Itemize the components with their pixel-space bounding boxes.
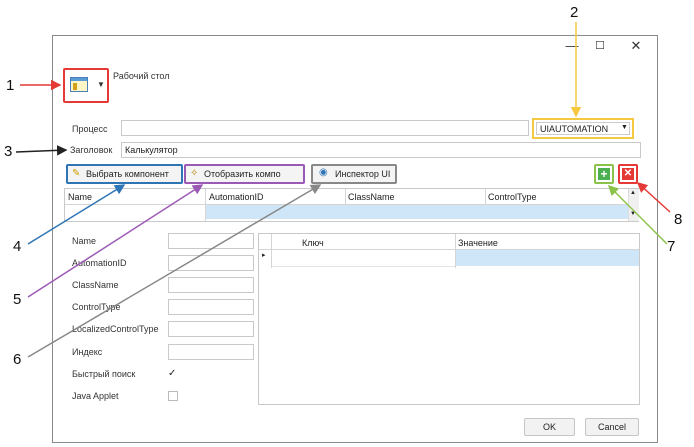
close-x-icon: ✕ <box>622 168 634 180</box>
window-icon <box>70 77 88 92</box>
prop-label-java-applet: Java Applet <box>72 391 119 401</box>
index-input[interactable] <box>168 344 254 360</box>
callout-number-1: 1 <box>6 77 15 94</box>
prop-label-index: Индекс <box>72 347 103 357</box>
prop-label-localizedcontroltype: LocalizedControlType <box>72 324 159 334</box>
callout-number-2: 2 <box>570 4 579 21</box>
column-header-key[interactable]: Ключ <box>302 238 324 248</box>
prop-label-automationid: AutomationID <box>72 258 127 268</box>
title-label: Заголовок <box>70 145 113 155</box>
java-applet-checkbox[interactable] <box>168 391 178 401</box>
title-input[interactable]: Калькулятор <box>121 142 641 158</box>
callout-arrow-8 <box>636 181 671 213</box>
row-indicator-icon: ▸ <box>262 252 266 259</box>
callout-number-4: 4 <box>13 238 22 255</box>
automationid-input[interactable] <box>168 255 254 271</box>
close-button[interactable]: ✕ <box>630 38 642 53</box>
callout-arrow-3 <box>15 145 68 156</box>
cancel-button[interactable]: Cancel <box>585 418 639 436</box>
prop-label-classname: ClassName <box>72 280 119 290</box>
kv-value-cell[interactable] <box>456 250 639 266</box>
column-header-name[interactable]: Name <box>68 192 93 202</box>
classname-input[interactable] <box>168 277 254 293</box>
desktop-selector-button[interactable]: ▼ <box>63 68 109 103</box>
prop-label-quick-search: Быстрый поиск <box>72 369 136 379</box>
chevron-down-icon: ▼ <box>97 80 105 89</box>
key-value-grid[interactable]: Ключ Значение ▸ <box>258 233 640 405</box>
maximize-button[interactable]: ☐ <box>595 40 605 52</box>
quick-search-checkbox[interactable]: ✓ <box>168 368 177 379</box>
highlight-icon: ✧ <box>190 168 199 179</box>
wand-icon: ✎ <box>72 168 81 179</box>
callout-arrow-5 <box>27 184 204 298</box>
process-label: Процесс <box>72 124 108 134</box>
callout-number-7: 7 <box>667 238 676 255</box>
localizedcontroltype-input[interactable] <box>168 321 254 337</box>
show-component-label: Отобразить компо <box>204 169 281 179</box>
column-header-automationid[interactable]: AutomationID <box>209 192 264 202</box>
prop-label-controltype: ControlType <box>72 302 121 312</box>
callout-number-3: 3 <box>4 143 13 160</box>
controltype-input[interactable] <box>168 299 254 315</box>
callout-arrow-4 <box>27 184 126 245</box>
inspector-button[interactable]: ◉ Инспектор UI <box>311 164 397 184</box>
callout-number-5: 5 <box>13 291 22 308</box>
column-header-value[interactable]: Значение <box>458 238 498 248</box>
column-header-classname[interactable]: ClassName <box>348 192 395 202</box>
desktop-label: Рабочий стол <box>113 71 170 81</box>
kv-grid-header <box>259 234 639 250</box>
plus-icon: + <box>598 168 610 180</box>
show-component-button[interactable]: ✧ Отобразить компо <box>184 164 305 184</box>
select-component-button[interactable]: ✎ Выбрать компонент <box>66 164 183 184</box>
components-grid[interactable]: Name AutomationID ClassName ControlType … <box>64 188 639 222</box>
callout-arrow-6 <box>27 184 322 358</box>
inspector-icon: ◉ <box>319 167 328 178</box>
inspector-label: Инспектор UI <box>335 169 391 179</box>
column-header-controltype[interactable]: ControlType <box>488 192 537 202</box>
automation-mode-value: UIAUTOMATION <box>540 124 609 134</box>
chevron-down-icon: ▼ <box>621 124 628 131</box>
callout-number-8: 8 <box>674 211 683 228</box>
remove-button[interactable]: ✕ <box>618 164 638 184</box>
selected-row[interactable] <box>206 205 628 219</box>
callout-number-6: 6 <box>13 351 22 368</box>
select-component-label: Выбрать компонент <box>86 169 169 179</box>
kv-key-cell[interactable] <box>272 250 455 267</box>
callout-arrow-7 <box>607 184 668 245</box>
add-button[interactable]: + <box>594 164 614 184</box>
ok-button[interactable]: OK <box>524 418 575 436</box>
process-input[interactable] <box>121 120 529 136</box>
prop-label-name: Name <box>72 236 97 246</box>
automation-mode-select[interactable]: UIAUTOMATION ▼ <box>532 118 634 139</box>
